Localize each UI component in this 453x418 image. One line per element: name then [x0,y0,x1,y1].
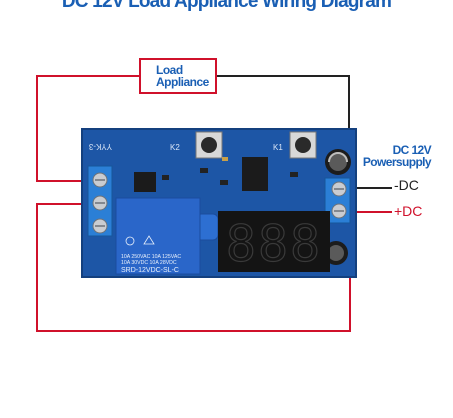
ic-chip-main [242,157,268,191]
smd-component [220,180,228,185]
ic-chip-small [134,172,156,192]
load-appliance-label: Load Appliance [156,64,209,88]
smd-component [222,157,228,161]
warning-triangle-icon [143,235,155,245]
silkscreen-label: YYK-3 [88,142,112,151]
button-k1 [289,131,317,159]
load-wire-right [217,75,350,137]
load-wire-left [36,75,139,182]
button-k2 [195,131,223,159]
power-supply-line2: Powersupply [362,155,432,169]
power-supply-label: DC 12V Powersupply [353,143,432,169]
wires [36,75,392,332]
smd-component [290,172,298,177]
relay-model: SRD-12VDC-SL-C [121,267,179,274]
button-k2-label: K2 [170,143,180,152]
load-label-line2: Appliance [156,75,209,89]
minus-dc-label: -DC [394,177,419,193]
relay-rating-line2: 10A 30VDC 10A 28VDC [121,260,177,266]
electrolytic-capacitor [325,149,351,175]
load-label-line1: Load [156,63,183,77]
certification-mark-icon [125,236,135,246]
pcb-edge [81,128,357,278]
button-k1-label: K1 [273,143,283,152]
seven-segment-display [218,211,330,272]
relay-body [115,197,201,275]
power-supply-line1: DC 12V [392,143,432,157]
smd-component [200,168,208,173]
relay-loop-wire [36,203,351,332]
relay-rating-line1: 10A 250VAC 10A 125VAC [121,254,181,260]
load-appliance-box [139,58,217,94]
smd-component [162,175,169,180]
diagram-title: DC 12V Load Appliance Wiring Diagram [61,0,392,12]
plus-dc-label: +DC [394,203,423,219]
left-screw-terminal [87,165,113,237]
display-digits: 888 [226,215,322,273]
